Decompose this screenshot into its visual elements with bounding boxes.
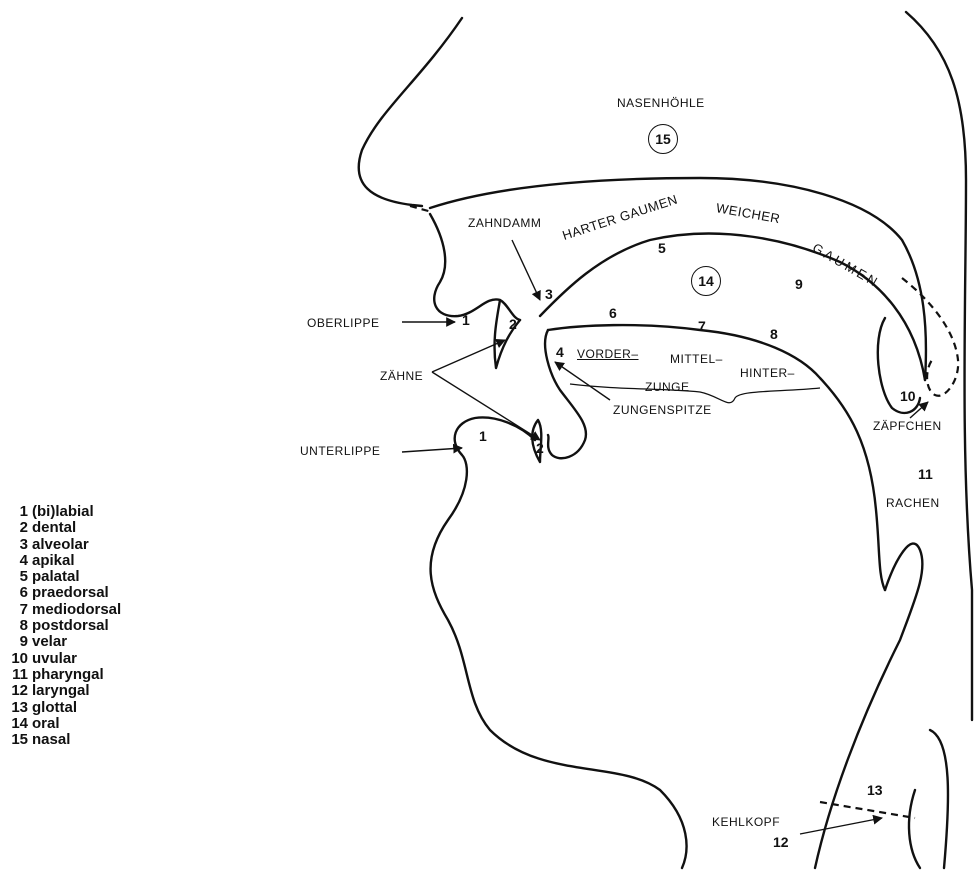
legend-term: palatal [32, 568, 80, 585]
arrow-kehlkopf [800, 818, 882, 834]
legend-item: 1(bi)labial [6, 504, 121, 520]
legend-item: 10uvular [6, 651, 121, 667]
legend-item: 15nasal [6, 732, 121, 748]
number-1-lower: 1 [479, 428, 487, 444]
tongue-brace [570, 384, 820, 403]
number-5: 5 [658, 240, 666, 256]
label-zaehne: ZÄHNE [380, 369, 423, 383]
legend-term: velar [32, 633, 67, 650]
legend-number: 13 [6, 700, 28, 716]
legend-item: 5palatal [6, 569, 121, 585]
legend-number: 6 [6, 585, 28, 601]
number-11: 11 [918, 466, 933, 482]
label-oberlippe: OBERLIPPE [307, 316, 380, 330]
legend-item: 11pharyngal [6, 667, 121, 683]
number-12: 12 [773, 834, 789, 850]
legend-number: 3 [6, 537, 28, 553]
legend-term: glottal [32, 699, 77, 716]
legend-term: praedorsal [32, 584, 109, 601]
number-4: 4 [556, 344, 564, 360]
legend-number: 12 [6, 683, 28, 699]
number-9: 9 [795, 276, 803, 292]
nasal-floor [430, 178, 926, 380]
number-8: 8 [770, 326, 778, 342]
label-kehlkopf: KEHLKOPF [712, 815, 780, 829]
number-7: 7 [698, 318, 706, 334]
legend-number: 5 [6, 569, 28, 585]
legend-term: uvular [32, 650, 77, 667]
nose-outline [359, 18, 462, 206]
legend-number: 7 [6, 602, 28, 618]
legend-item: 3alveolar [6, 537, 121, 553]
legend-list: 1(bi)labial2dental3alveolar4apikal5palat… [6, 504, 121, 748]
label-nasenhoehle: NASENHÖHLE [617, 96, 705, 110]
label-zaepfchen: ZÄPFCHEN [873, 419, 942, 433]
legend-term: dental [32, 519, 76, 536]
number-3: 3 [545, 286, 553, 302]
label-mittel: MITTEL– [670, 352, 723, 366]
legend-number: 4 [6, 553, 28, 569]
label-hinter: HINTER– [740, 366, 795, 380]
legend-term: nasal [32, 731, 70, 748]
legend-number: 15 [6, 732, 28, 748]
legend-item: 9velar [6, 634, 121, 650]
legend-number: 8 [6, 618, 28, 634]
legend-item: 4apikal [6, 553, 121, 569]
label-vorder: VORDER– [577, 347, 639, 361]
number-15-circled: 15 [648, 124, 678, 154]
legend-item: 2dental [6, 520, 121, 536]
label-zahndamm: ZAHNDAMM [468, 216, 541, 230]
label-zunge: ZUNGE [645, 380, 690, 394]
legend-number: 9 [6, 634, 28, 650]
label-rachen: RACHEN [886, 496, 940, 510]
legend-number: 11 [6, 667, 28, 683]
legend-item: 7mediodorsal [6, 602, 121, 618]
legend-item: 13glottal [6, 700, 121, 716]
legend-term: mediodorsal [32, 601, 121, 618]
legend-number: 1 [6, 504, 28, 520]
pharynx-back-wall [906, 12, 972, 720]
legend-number: 10 [6, 651, 28, 667]
number-10: 10 [900, 388, 916, 404]
number-2-lower: 2 [536, 440, 544, 456]
legend-term: apikal [32, 552, 75, 569]
arrow-zahndamm [512, 240, 540, 300]
label-unterlippe: UNTERLIPPE [300, 444, 380, 458]
legend-term: laryngal [32, 682, 90, 699]
upper-teeth [495, 300, 520, 368]
legend-term: oral [32, 715, 60, 732]
pharynx-front [815, 544, 922, 868]
legend-term: alveolar [32, 536, 89, 553]
legend-number: 14 [6, 716, 28, 732]
legend-item: 6praedorsal [6, 585, 121, 601]
legend-item: 12laryngal [6, 683, 121, 699]
lower-lip [431, 417, 687, 868]
number-6: 6 [609, 305, 617, 321]
legend-number: 2 [6, 520, 28, 536]
number-13: 13 [867, 782, 883, 798]
legend-item: 8postdorsal [6, 618, 121, 634]
number-2-upper: 2 [509, 316, 517, 332]
larynx-inner [909, 790, 920, 868]
glottis-line [820, 802, 915, 818]
number-14-circled: 14 [691, 266, 721, 296]
larynx [930, 730, 948, 868]
legend-term: pharyngal [32, 666, 104, 683]
number-1-upper: 1 [462, 312, 470, 328]
legend-term: (bi)labial [32, 503, 94, 520]
legend-term: postdorsal [32, 617, 109, 634]
velum-raised [902, 278, 958, 396]
label-zungenspitze: ZUNGENSPITZE [613, 403, 712, 417]
arrow-unterlippe [402, 448, 462, 452]
legend-item: 14oral [6, 716, 121, 732]
